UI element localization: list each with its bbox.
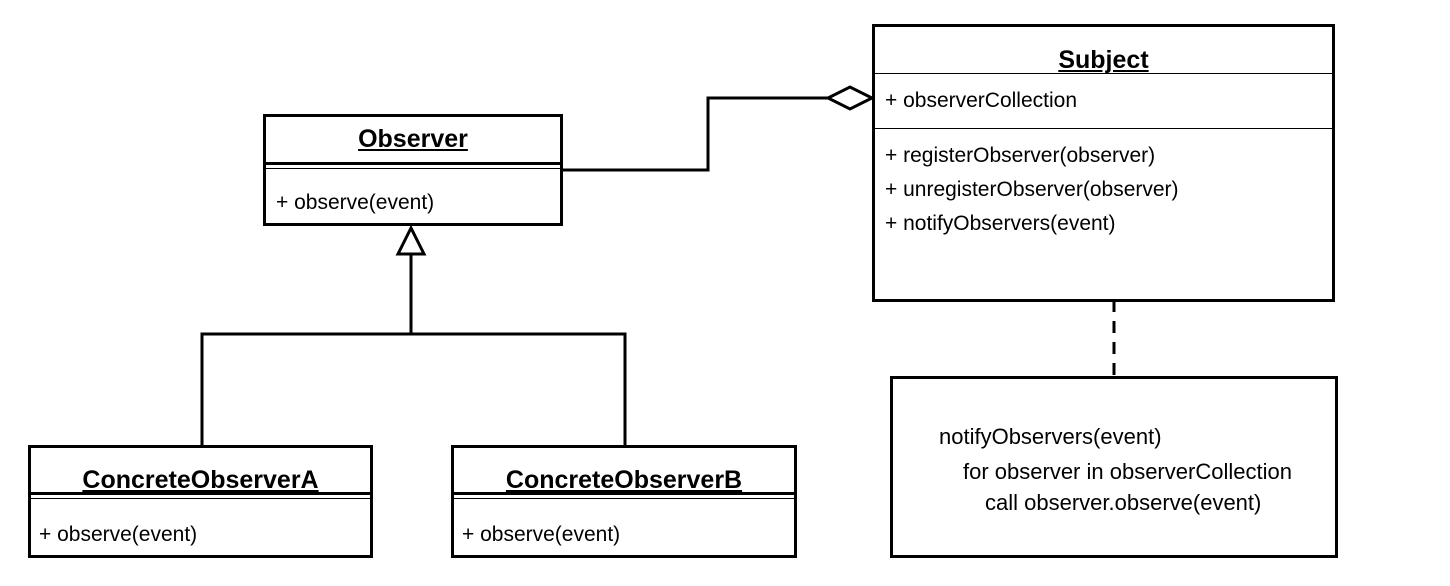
- observer-class-title: Observer: [358, 125, 468, 153]
- aggregation-diamond: [824, 85, 876, 111]
- inheritance-line-a: [200, 254, 413, 445]
- subject-title-divider: [875, 73, 1332, 74]
- note-line: notifyObservers(event): [939, 424, 1162, 449]
- subject-method: + unregisterObserver(observer): [885, 178, 1179, 201]
- observer-method: + observe(event): [276, 191, 435, 214]
- concrete-observer-a-divider: [31, 492, 370, 499]
- subject-attribute: + observerCollection: [885, 89, 1078, 112]
- subject-methods: + registerObserver(observer) + unregiste…: [875, 129, 1332, 247]
- aggregation-line: [563, 96, 828, 172]
- note-line: for observer in observerCollection: [963, 459, 1292, 484]
- concrete-observer-b-title: ConcreteObserverB: [505, 466, 743, 494]
- subject-attribute-divider: [875, 128, 1332, 129]
- observer-class[interactable]: Observer + observe(event): [263, 114, 563, 226]
- concrete-observer-b-class[interactable]: ConcreteObserverB + observe(event): [451, 445, 797, 558]
- inheritance-line-b: [411, 332, 627, 445]
- subject-method: + notifyObservers(event): [885, 212, 1116, 235]
- subject-class-title: Subject: [1058, 46, 1149, 74]
- concrete-observer-b-method: + observe(event): [462, 523, 621, 546]
- concrete-observer-a-class[interactable]: ConcreteObserverA + observe(event): [28, 445, 373, 558]
- subject-class[interactable]: Subject + observerCollection + registerO…: [872, 24, 1335, 302]
- inheritance-arrowhead: [395, 224, 427, 256]
- note-line: call observer.observe(event): [985, 490, 1262, 515]
- concrete-observer-a-method: + observe(event): [39, 523, 198, 546]
- concrete-observer-b-divider: [454, 492, 794, 499]
- notify-observers-note[interactable]: notifyObservers(event) for observer in o…: [890, 376, 1338, 558]
- observer-class-divider: [266, 162, 560, 169]
- subject-method: + registerObserver(observer): [885, 144, 1156, 167]
- concrete-observer-a-title: ConcreteObserverA: [82, 466, 319, 494]
